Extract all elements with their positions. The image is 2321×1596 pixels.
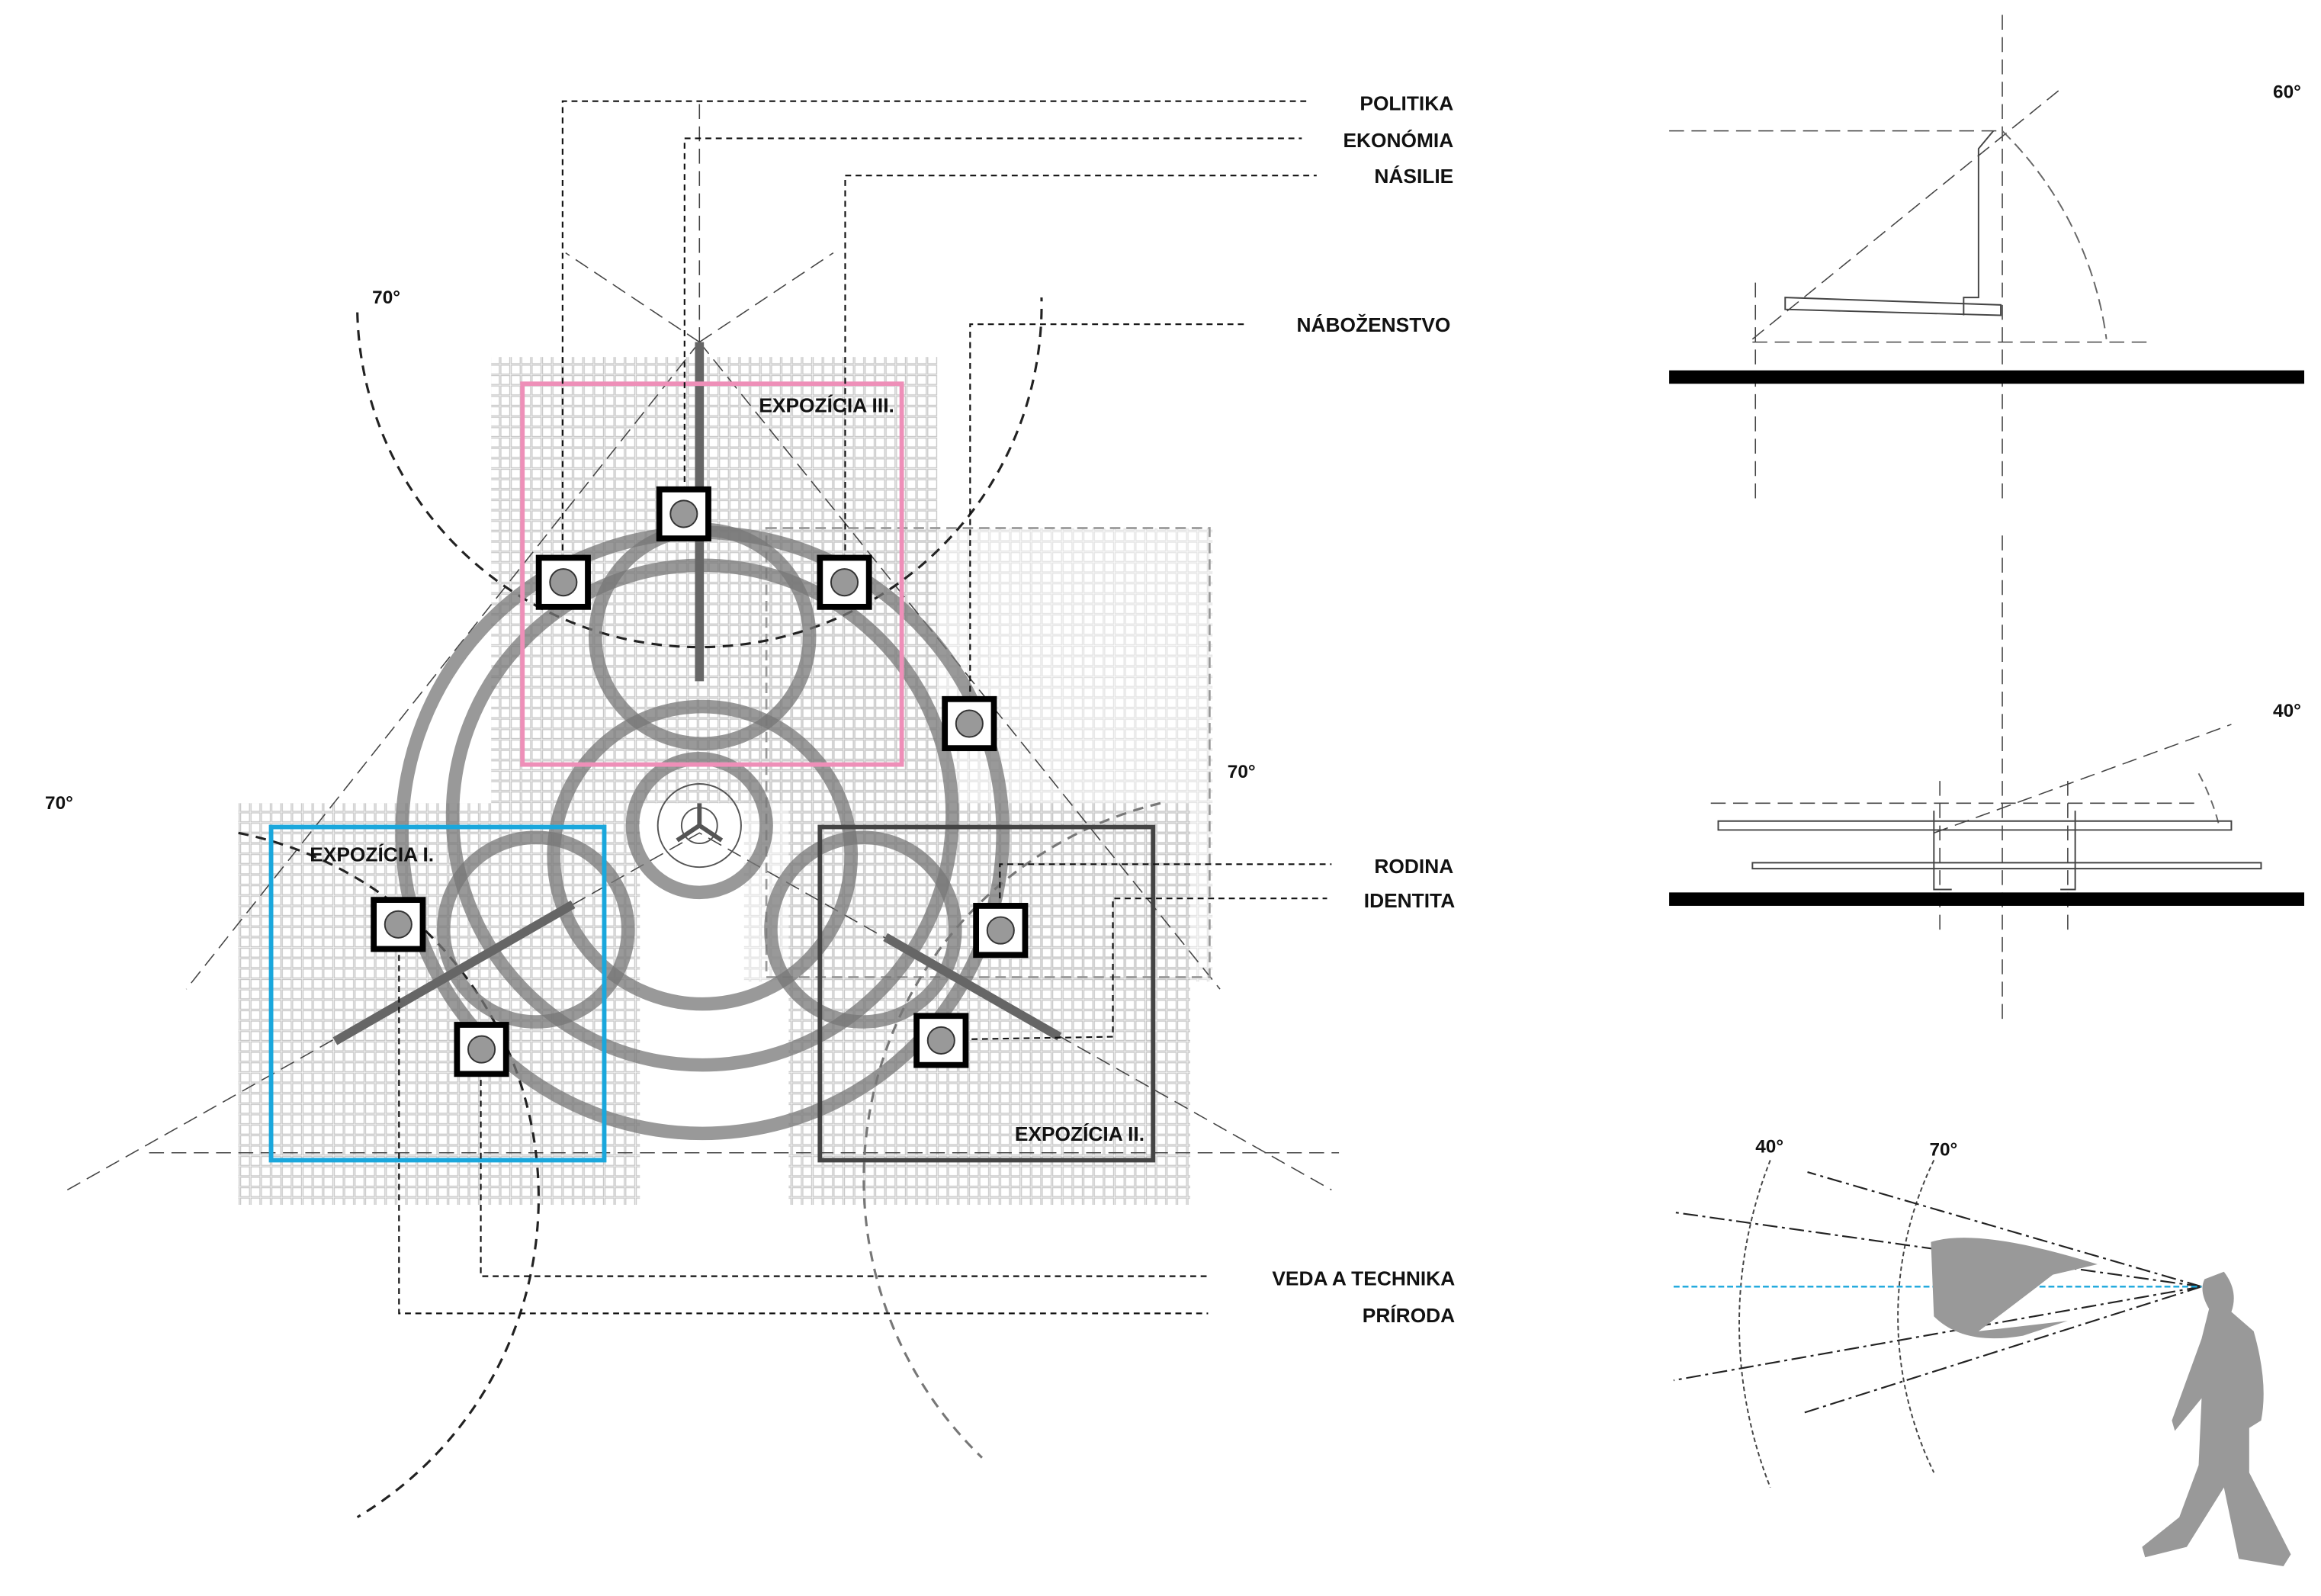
expo-3-box[interactable] [520,381,904,767]
expo-3-label: EXPOZÍCIA III. [759,393,894,416]
exhibit-node-priroda[interactable] [371,897,426,952]
label-identita: IDENTITA [1364,889,1455,912]
angle-plan-top: 70° [372,287,400,308]
label-nabozenstvo: NÁBOŽENSTVO [1297,313,1451,336]
exhibit-node-nasilie[interactable] [817,554,872,610]
angle-section-60: 60° [2273,82,2301,103]
label-nasilie: NÁSILIE [1374,165,1453,188]
person-silhouette [2142,1271,2291,1566]
exhibit-node-ekonomia[interactable] [656,486,711,542]
angle-plan-left: 70° [45,793,73,814]
expo-2-label: EXPOZÍCIA II. [1015,1122,1144,1145]
floor-grid [238,357,1213,1205]
exhibit-node-politika[interactable] [535,554,591,610]
angle-view-70: 70° [1929,1140,1957,1161]
exhibit-node-identita[interactable] [913,1013,969,1068]
expo-1-box[interactable] [268,824,607,1163]
leader-lines [398,100,1332,1315]
exhibit-node-veda[interactable] [454,1022,509,1077]
exhibit-nodes [371,486,1029,1077]
exhibit-node-rodina[interactable] [973,903,1029,959]
rotunda-rings [332,342,1062,1141]
label-veda-a-technika: VEDA A TECHNIKA [1272,1267,1455,1289]
label-priroda: PRÍRODA [1363,1304,1455,1327]
field-of-view [1673,1160,2291,1566]
angle-view-40: 40° [1755,1137,1783,1158]
label-politika: POLITIKA [1360,92,1453,114]
expo-2-box[interactable] [817,824,1156,1163]
label-rodina: RODINA [1374,855,1453,878]
label-ekonomia: EKONÓMIA [1343,129,1453,152]
expo-1-label: EXPOZÍCIA I. [310,843,434,865]
angle-plan-right: 70° [1228,762,1256,782]
section-40 [1669,535,2305,1026]
section-60 [1669,14,2305,499]
exhibit-node-nabozenstvo[interactable] [942,695,997,752]
angle-section-40: 40° [2273,701,2301,721]
exhibit-silhouette [1931,1238,2098,1339]
